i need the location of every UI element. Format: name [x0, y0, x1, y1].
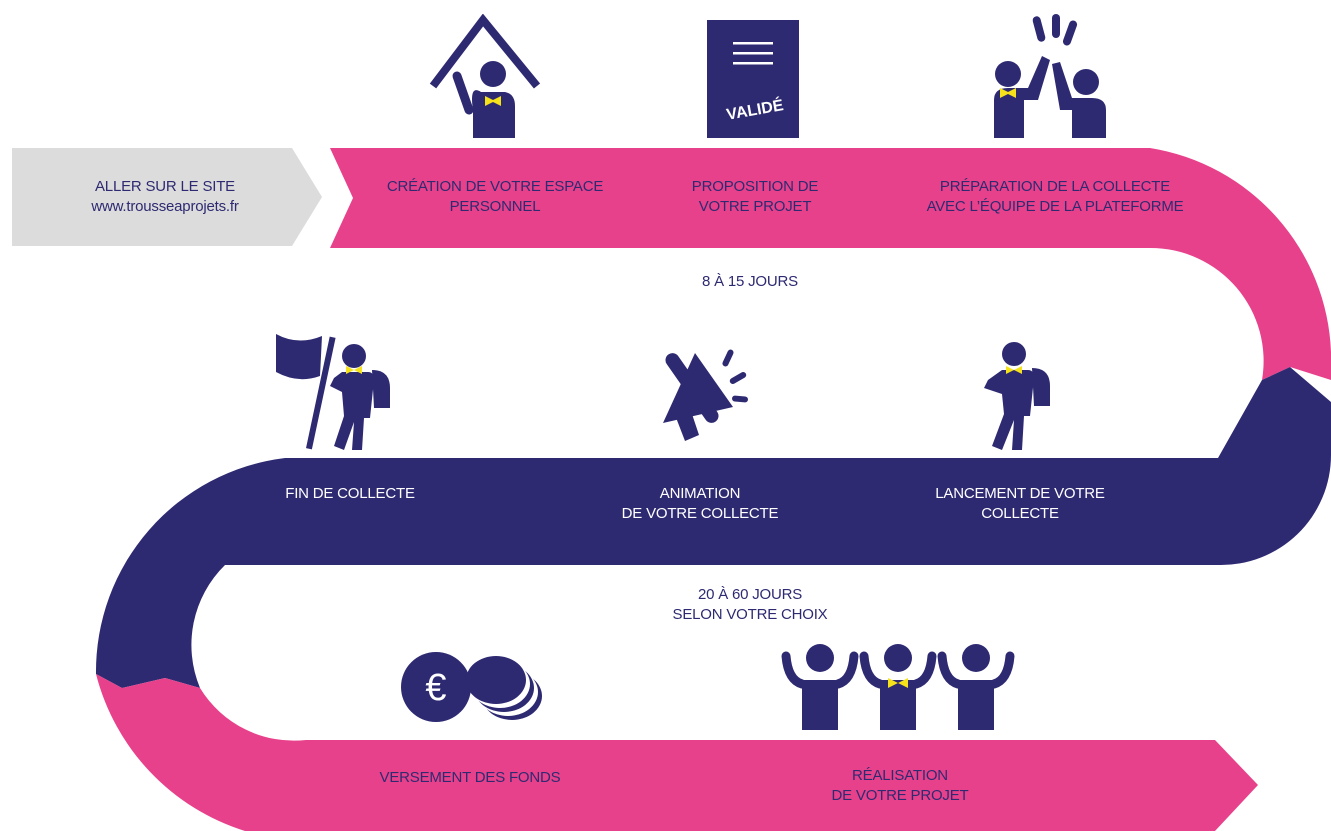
- step-animate-collect-label: ANIMATION DE VOTRE COLLECTE: [590, 484, 810, 524]
- person-center: [859, 644, 937, 730]
- hiker-walking-icon: [984, 342, 1050, 450]
- step-launch-collect-line-1: LANCEMENT DE VOTRE: [935, 485, 1105, 502]
- start-line-1: ALLER SUR LE SITE: [95, 178, 235, 195]
- duration-8-15-text: 8 À 15 JOURS: [702, 273, 798, 290]
- step-launch-collect-label: LANCEMENT DE VOTRE COLLECTE: [910, 484, 1130, 524]
- pink-band-top: [330, 148, 1331, 380]
- duration-8-15: 8 À 15 JOURS: [630, 272, 870, 292]
- person-left: [781, 644, 859, 730]
- megaphone-icon: [663, 349, 748, 441]
- step-project-realisation-line-2: DE VOTRE PROJET: [831, 787, 969, 804]
- step-propose-project-label: PROPOSITION DE VOTRE PROJET: [640, 177, 870, 217]
- step-end-collect-label: FIN DE COLLECTE: [240, 484, 460, 504]
- hiker-with-flag-icon: [276, 334, 390, 450]
- step-prepare-collect-line-1: PRÉPARATION DE LA COLLECTE: [939, 178, 1171, 195]
- step-create-space-label: CRÉATION DE VOTRE ESPACE PERSONNEL: [360, 177, 630, 217]
- step-prepare-collect-line-2: AVEC L’ÉQUIPE DE LA PLATEFORME: [926, 198, 1184, 215]
- svg-text:€: €: [425, 667, 446, 709]
- step-animate-collect-line-1: ANIMATION: [659, 485, 741, 502]
- start-step-label: ALLER SUR LE SITE www.trousseaprojets.fr: [40, 177, 290, 217]
- cheering-people-icon: [781, 644, 1015, 730]
- euro-coins-icon: €: [401, 652, 542, 722]
- step-project-realisation-line-1: RÉALISATION: [852, 767, 948, 784]
- duration-20-60-line-1: 20 À 60 JOURS: [697, 586, 803, 603]
- duration-20-60: 20 À 60 JOURS SELON VOTRE CHOIX: [620, 585, 880, 625]
- step-funds-transfer-label: VERSEMENT DES FONDS: [350, 768, 590, 788]
- step-project-realisation-label: RÉALISATION DE VOTRE PROJET: [790, 766, 1010, 806]
- high-five-icon: [994, 14, 1106, 138]
- person-right: [937, 644, 1015, 730]
- start-arrow: [12, 148, 322, 246]
- step-create-space-line-2: PERSONNEL: [449, 198, 541, 215]
- step-create-space-line-1: CRÉATION DE VOTRE ESPACE: [386, 178, 604, 195]
- step-propose-project-line-2: VOTRE PROJET: [698, 198, 812, 215]
- site-url[interactable]: www.trousseaprojets.fr: [91, 198, 239, 215]
- step-animate-collect-line-2: DE VOTRE COLLECTE: [621, 505, 779, 522]
- person-in-house-icon: [429, 14, 541, 138]
- navy-band-middle: [95, 367, 1331, 688]
- duration-20-60-line-2: SELON VOTRE CHOIX: [672, 606, 828, 623]
- pink-band-bottom: [96, 674, 1258, 831]
- step-end-collect-line-1: FIN DE COLLECTE: [285, 485, 415, 502]
- validated-document-icon: VALIDÉ: [707, 20, 799, 138]
- step-launch-collect-line-2: COLLECTE: [981, 505, 1059, 522]
- step-propose-project-line-1: PROPOSITION DE: [691, 178, 819, 195]
- step-prepare-collect-label: PRÉPARATION DE LA COLLECTE AVEC L’ÉQUIPE…: [890, 177, 1220, 217]
- step-funds-transfer-line-1: VERSEMENT DES FONDS: [379, 769, 561, 786]
